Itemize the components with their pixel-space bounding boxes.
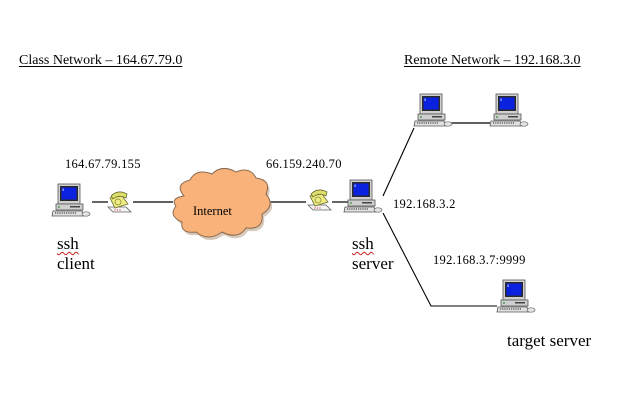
class-network-heading: Class Network – 164.67.79.0 (19, 53, 183, 68)
internet-label: Internet (193, 204, 232, 218)
computer-icon-ssh-client (51, 183, 91, 217)
ssh-client-label-line2: client (57, 254, 95, 273)
remote-network-heading: Remote Network – 192.168.3.0 (404, 53, 581, 68)
internet-cloud-icon (172, 168, 273, 240)
computer-icon-ssh-server (343, 179, 383, 213)
ssh-client-label: ssh client (57, 234, 95, 274)
target-ip-label: 192.168.3.7:9999 (433, 253, 526, 267)
target-server-label: target server (507, 331, 592, 350)
modem-phone-icon-server (307, 189, 332, 211)
computer-icon-remote-2 (489, 93, 529, 127)
ssh-client-label-line1: ssh (57, 234, 79, 253)
ssh-server-label-line2: server (352, 254, 394, 273)
ssh-server-label: ssh server (352, 234, 394, 274)
client-ip-label: 164.67.79.155 (65, 157, 141, 171)
server-public-ip-label: 66.159.240.70 (266, 157, 342, 171)
modem-phone-icon-client (107, 191, 132, 213)
server-private-ip-label: 192.168.3.2 (393, 197, 456, 211)
computer-icon-target-server (496, 279, 536, 313)
link-server-target (382, 212, 497, 307)
ssh-server-label-line1: ssh (352, 234, 374, 253)
computer-icon-remote-1 (413, 93, 453, 127)
link-server-remote-pc1 (382, 127, 415, 197)
